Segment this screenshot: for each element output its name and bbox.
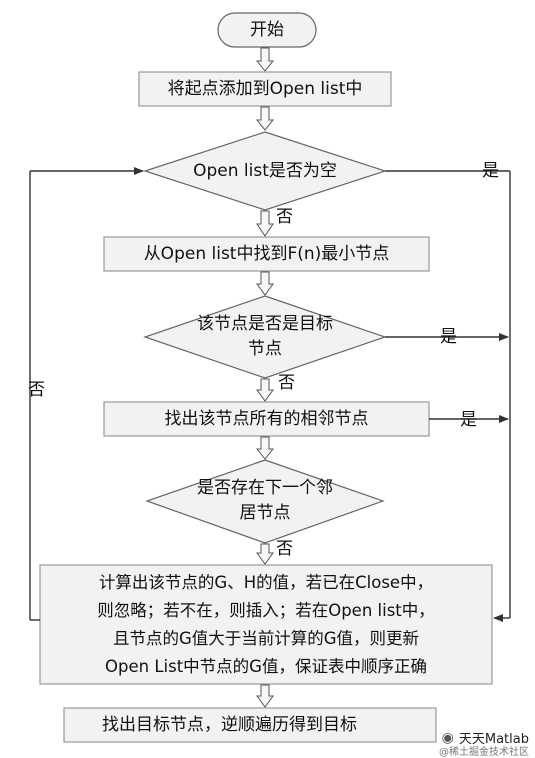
compute-label-line4: Open List中节点的G值，保证表中顺序正确 [105, 656, 427, 676]
wechat-icon: ◉ [441, 729, 454, 746]
find-neighbors-label: 找出该节点所有的相邻节点 [164, 408, 369, 429]
add-start-label: 将起点添加到Open list中 [167, 78, 363, 99]
compute-label: 计算出该节点的G、H的值，若已在Close中， 则忽略；若不在，则插入；若在Op… [40, 565, 492, 684]
is-target-label-line1: 该节点是否是目标 [197, 314, 333, 334]
compute-label-line1: 计算出该节点的G、H的值，若已在Close中， [98, 572, 434, 592]
next-neighbor-label-line1: 是否存在下一个邻 [197, 478, 333, 498]
start-label: 开始 [250, 19, 284, 40]
add-start-box [138, 71, 392, 107]
flow-arrow [256, 543, 274, 565]
flow-arrow [255, 47, 275, 72]
next-neighbor-no-label: 否 [276, 539, 293, 559]
flow-arrow [255, 106, 275, 131]
watermark-title: 天天Matlab [458, 732, 529, 747]
find-min-label: 从Open list中找到F(n)最小节点 [143, 243, 390, 264]
next-neighbor-diamond [145, 459, 385, 544]
compute-box [39, 564, 493, 685]
open-empty-no-label: 否 [276, 207, 293, 227]
find-min-box [103, 236, 430, 272]
flow-arrow [256, 271, 274, 296]
compute-label-line3: 且节点的G值大于当前计算的G值，则更新 [112, 628, 420, 648]
is-target-yes-label: 是 [440, 327, 457, 347]
flow-arrow [255, 436, 275, 460]
flow-arrow [256, 684, 274, 708]
backtrack-label: 找出目标节点，逆顺遍历得到目标 [102, 714, 357, 735]
loop-no-label: 否 [28, 380, 45, 400]
next-neighbor-label-line2: 居节点 [239, 503, 291, 523]
neighbors-yes-label: 是 [460, 410, 477, 430]
start-terminal [217, 12, 317, 48]
open-empty-diamond [143, 131, 387, 211]
open-empty-label: Open list是否为空 [193, 160, 337, 181]
flow-arrow [256, 378, 274, 402]
watermark: ◉ 天天Matlab @稀土掘金技术社区 [439, 728, 529, 758]
is-target-diamond [143, 295, 387, 379]
open-empty-yes-label: 是 [482, 161, 499, 181]
compute-label-line2: 则忽略；若不在，则插入；若在Open list中， [97, 600, 435, 620]
is-target-label-line2: 节点 [248, 339, 282, 359]
flow-arrow [256, 210, 274, 237]
backtrack-box [63, 707, 437, 743]
next-neighbor-label: 是否存在下一个邻 居节点 [155, 476, 375, 526]
is-target-no-label: 否 [278, 373, 295, 393]
find-neighbors-box [103, 401, 430, 437]
is-target-label: 该节点是否是目标 节点 [155, 312, 375, 362]
